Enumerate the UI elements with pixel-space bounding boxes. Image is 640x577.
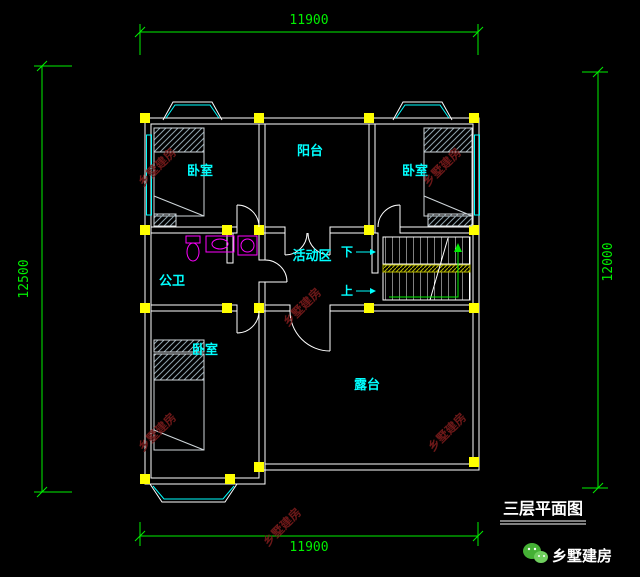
room-label-bathroom: 公卫	[159, 274, 185, 289]
staircase	[382, 236, 471, 301]
bay-window-top-left	[162, 101, 223, 121]
dimension-top	[134, 24, 484, 55]
dimension-top-label: 11900	[289, 13, 328, 28]
bed-bedroom-bl	[153, 339, 205, 451]
room-label-balcony: 阳台	[297, 143, 323, 159]
room-label-bedroom-tl: 卧室	[187, 163, 213, 179]
stair-label-down: 下	[341, 245, 353, 259]
plan-title: 三层平面图	[503, 499, 583, 518]
dimension-right-label: 12000	[601, 242, 616, 281]
room-label-bedroom-bl: 卧室	[192, 342, 218, 358]
dimension-right	[582, 66, 608, 494]
dimension-left	[34, 60, 72, 498]
room-label-bedroom-tr: 卧室	[402, 163, 428, 179]
window-left-bedroom-tl	[146, 134, 152, 216]
dimension-bottom-label: 11900	[289, 540, 328, 555]
dimension-left-label: 12500	[17, 259, 32, 298]
bed-bedroom-tl	[153, 127, 205, 227]
window-right-bedroom-tr	[474, 134, 480, 216]
dimension-bottom	[134, 522, 484, 546]
stair-label-up: 上	[341, 283, 353, 298]
bed-bedroom-tr	[423, 127, 473, 227]
brand-name: 乡墅建房	[552, 547, 612, 565]
room-label-terrace: 露台	[354, 377, 380, 393]
watermark-text: 乡墅建房	[425, 410, 470, 455]
watermark-text: 乡墅建房	[135, 410, 180, 455]
structural-columns	[140, 113, 479, 484]
bathroom-fixtures	[185, 235, 258, 262]
plan-title-underline	[500, 520, 586, 525]
room-label-activity: 活动区	[292, 248, 331, 264]
stair-direction-arrows	[356, 249, 376, 294]
wechat-icon	[523, 543, 548, 563]
bay-window-top-right	[392, 101, 453, 121]
bay-window-bottom-left	[149, 483, 238, 503]
door-arcs	[236, 204, 401, 352]
interior-walls	[150, 123, 474, 471]
